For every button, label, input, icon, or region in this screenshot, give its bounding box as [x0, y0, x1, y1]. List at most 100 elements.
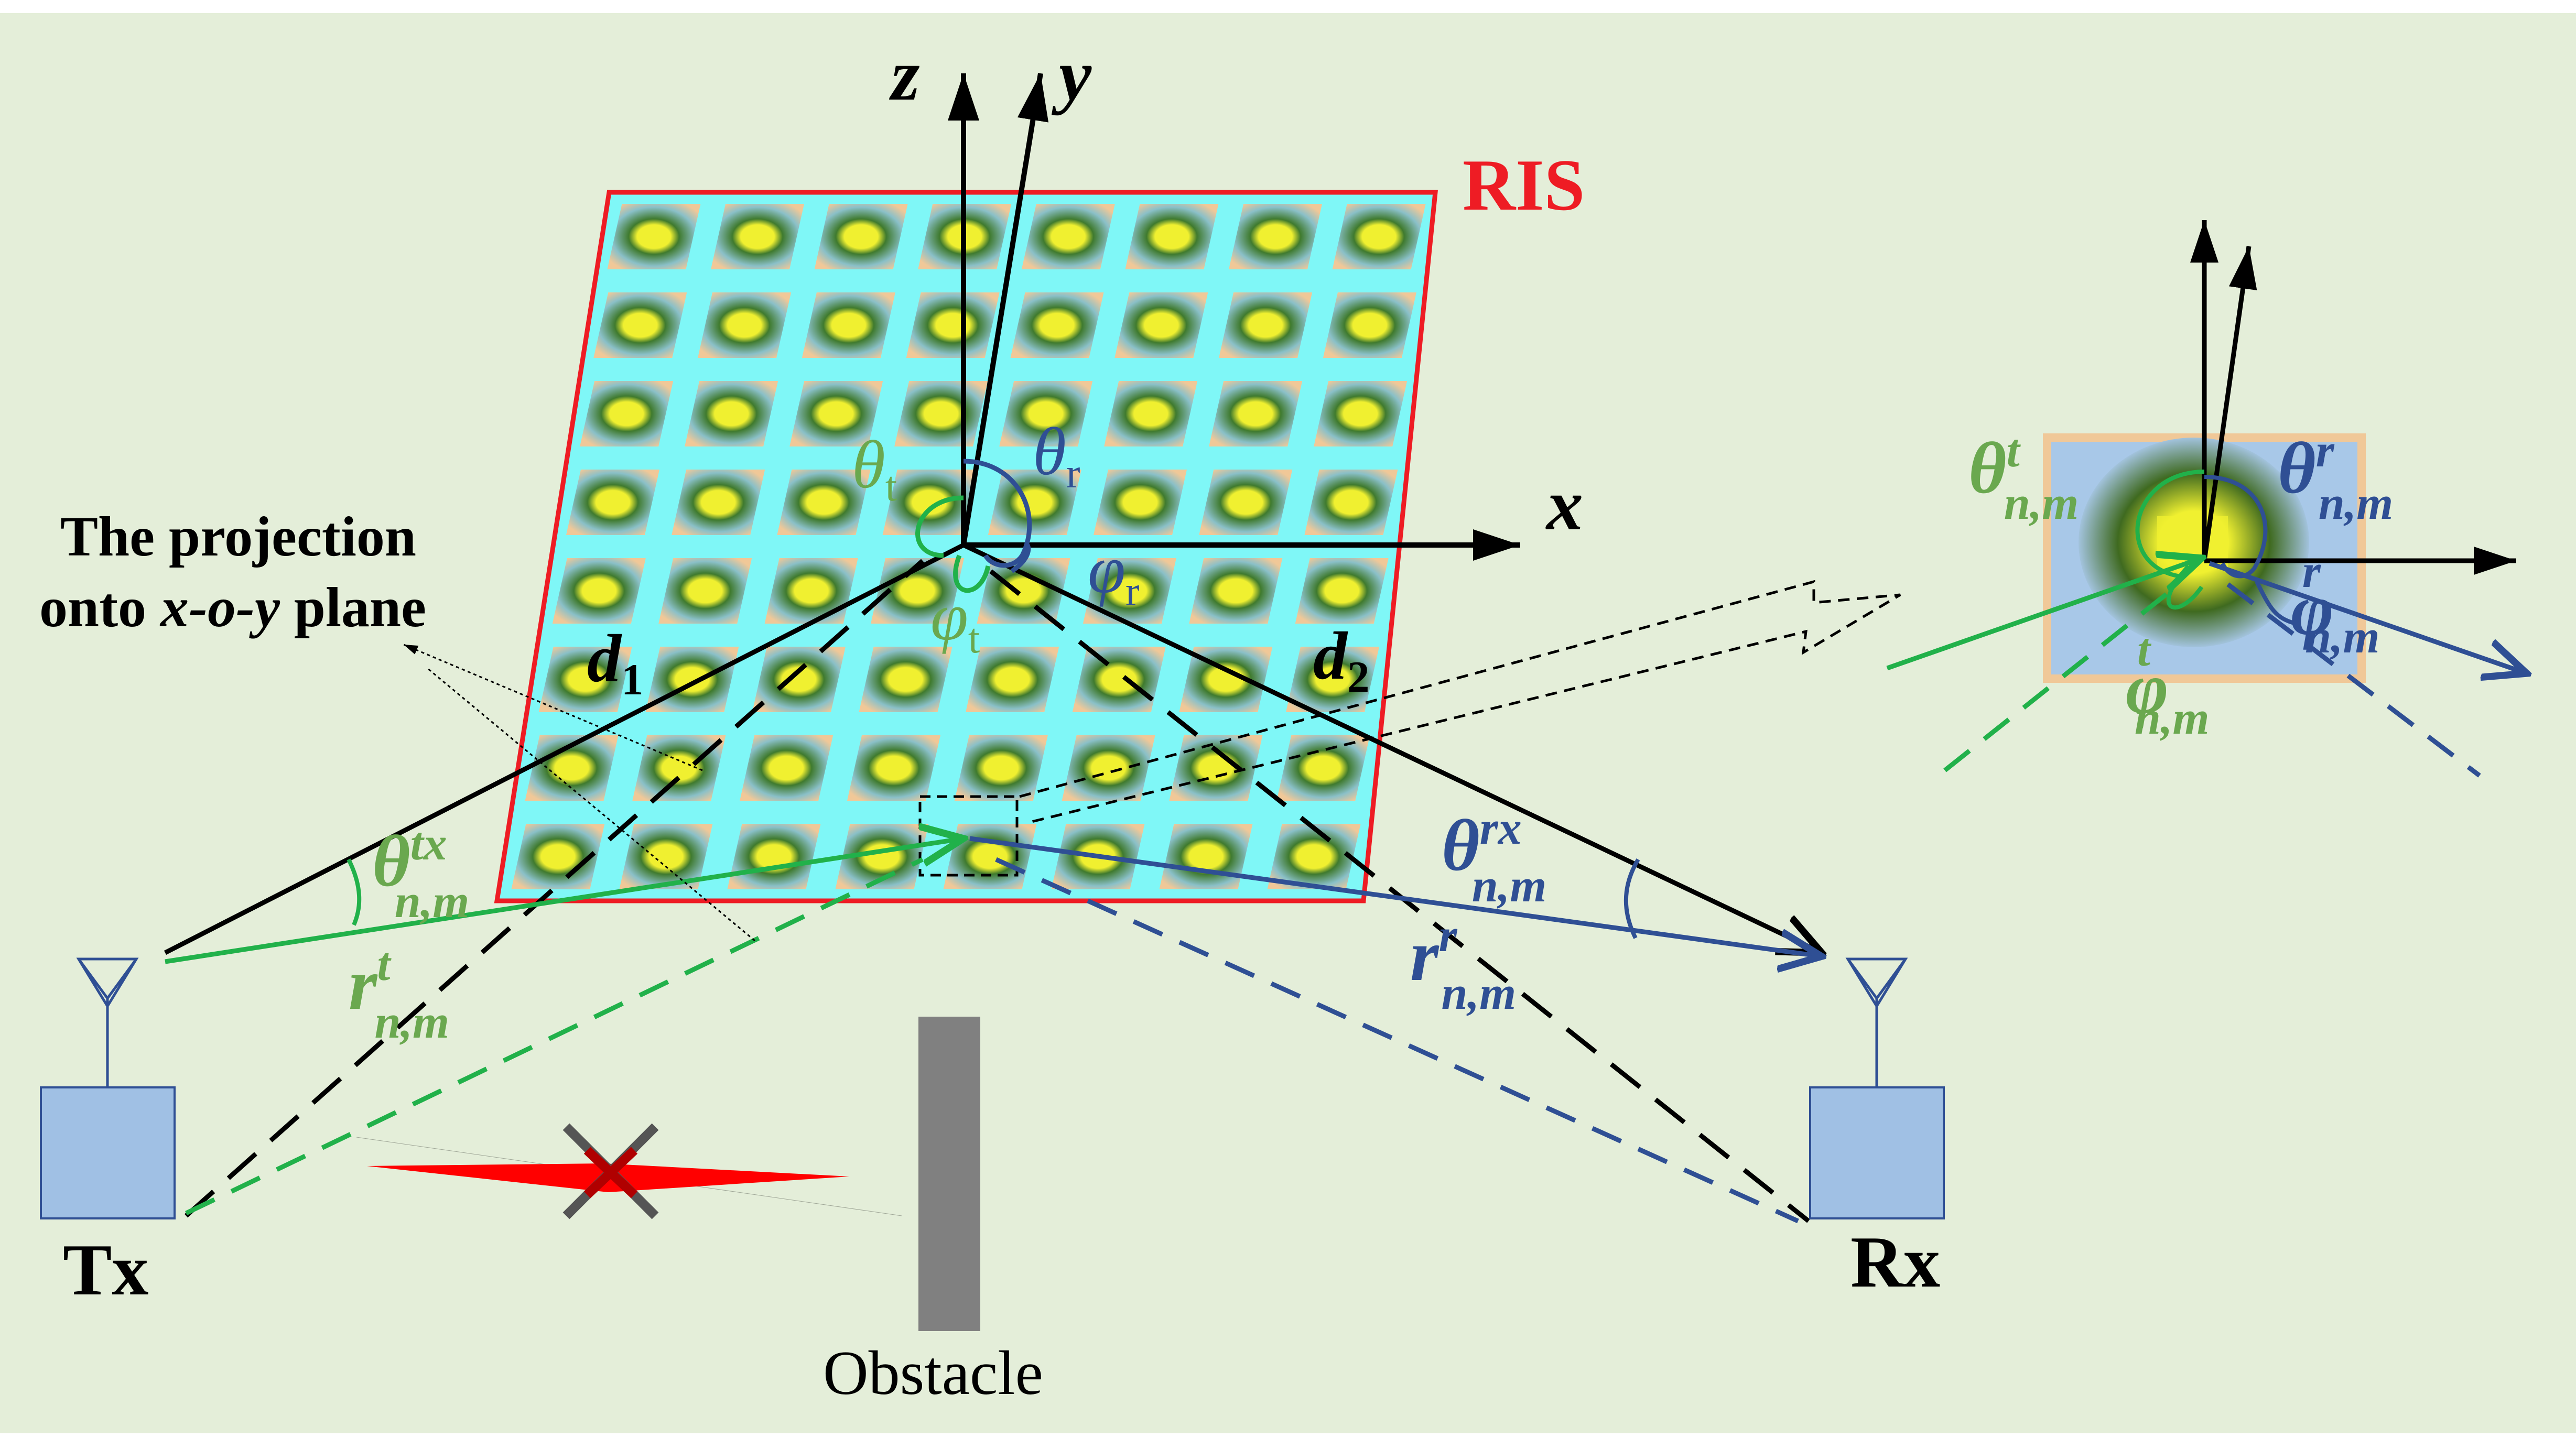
ris-unit-cell: [672, 470, 765, 535]
obstacle: [918, 1017, 980, 1331]
ris-unit-cell: [777, 470, 871, 535]
ris-unit-cell: [727, 824, 821, 889]
ris-unit-cell: [525, 735, 619, 801]
ris-label: RIS: [1463, 145, 1585, 226]
ris-unit-cell: [814, 204, 908, 269]
projection-label-line2: onto x-o-y plane: [39, 576, 426, 639]
ris-unit-cell: [1072, 647, 1166, 712]
reflected-ray: [969, 836, 1822, 956]
ris-unit-cell: [802, 292, 895, 358]
ris-unit-cell: [1094, 470, 1187, 535]
rx-antenna: [1809, 957, 1945, 1219]
tx-antenna: [40, 957, 176, 1219]
ris-unit-cell: [1304, 470, 1398, 535]
ris-unit-cell: [1125, 204, 1219, 269]
ris-unit-cell: [552, 558, 646, 624]
ris-unit-cell: [1169, 735, 1263, 801]
ris-unit-cell: [764, 558, 858, 624]
axis-z-label: z: [889, 35, 919, 116]
theta-t-label: θt: [852, 427, 897, 510]
ris-unit-cell: [977, 558, 1070, 624]
obstacle-label: Obstacle: [823, 1338, 1043, 1408]
ris-unit-cell: [966, 647, 1059, 712]
ris-unit-cell: [1332, 204, 1426, 269]
ris-axes: [948, 73, 1520, 561]
ris-unit-cell: [789, 381, 883, 446]
ris-unit-cell: [580, 381, 674, 446]
ris-unit-cell: [1209, 381, 1303, 446]
theta-tx-arc: [347, 858, 362, 926]
ris-unit-cell: [1314, 381, 1408, 446]
labels: RIS z y x The projection onto x-o-y plan…: [39, 35, 2393, 1408]
ris-unit-cell: [740, 735, 834, 801]
ris-unit-cell: [906, 292, 1000, 358]
rx-label: Rx: [1850, 1222, 1940, 1303]
d1-line: [164, 542, 965, 955]
ris-unit-cell: [835, 824, 929, 889]
blocked-path: [356, 1123, 902, 1219]
zoom-arrow: [1019, 580, 1901, 824]
antenna-icon: [76, 957, 139, 1009]
ris-unit-cell: [1295, 558, 1389, 624]
ris-unit-cell: [1229, 204, 1323, 269]
direct-paths: [164, 542, 1822, 955]
ris-unit-cell: [1189, 558, 1283, 624]
ris-unit-cell: [1114, 292, 1208, 358]
ris-unit-cell: [632, 735, 726, 801]
ris-unit-cell: [1021, 204, 1115, 269]
ris-unit-cell: [511, 824, 605, 889]
d2-line: [962, 542, 1822, 953]
ris-unit-cell: [894, 381, 988, 446]
d1-label: d1: [587, 621, 644, 704]
ris-unit-cell: [999, 381, 1093, 446]
ris-unit-cell: [1104, 381, 1198, 446]
zoom-element: [1886, 220, 2527, 778]
ris-unit-cell: [607, 204, 701, 269]
ris-unit-cell: [1062, 735, 1155, 801]
reflected-projection: [995, 857, 1799, 1224]
ris-unit-cell: [685, 381, 778, 446]
ris-unit-cell: [882, 470, 976, 535]
phi-r-label: φr: [1088, 532, 1140, 615]
projection-label-line1: The projection: [60, 506, 416, 568]
ris-unit-cell: [658, 558, 752, 624]
ris-unit-cell: [1267, 824, 1361, 889]
ris-unit-cell: [1219, 292, 1313, 358]
tx-label: Tx: [63, 1229, 148, 1311]
ris-unit-cell: [847, 735, 940, 801]
incident-projection: [185, 857, 924, 1216]
ris-unit-cell: [988, 470, 1081, 535]
ris-unit-cell: [1010, 292, 1104, 358]
theta-r-label: θr: [1033, 414, 1080, 497]
ris-unit-cell: [1199, 470, 1293, 535]
ris-unit-cell: [1159, 824, 1253, 889]
ris-unit-cell: [1276, 735, 1370, 801]
cross-icon: [562, 1123, 659, 1219]
phi-t-label: φt: [930, 579, 980, 662]
ris-unit-cell: [538, 647, 632, 712]
theta-rx-arc: [1623, 858, 1640, 939]
ris-unit-cell: [593, 292, 687, 358]
axis-x-label: x: [1545, 464, 1583, 546]
ris-unit-cell: [1286, 647, 1380, 712]
ris-unit-cell: [859, 647, 953, 712]
ris-unit-cell: [943, 824, 1037, 889]
antenna-icon: [1845, 957, 1908, 1009]
ris-unit-cell: [566, 470, 659, 535]
ris-unit-cell: [1179, 647, 1273, 712]
ris-unit-cell: [619, 824, 713, 889]
rx-box: [1809, 1086, 1945, 1219]
center-angle-arcs: [915, 459, 1032, 593]
ris-unit-cell: [1323, 292, 1416, 358]
ris-unit-cell: [1083, 558, 1176, 624]
incident-ray: [165, 838, 964, 964]
ris-unit-cell: [698, 292, 792, 358]
